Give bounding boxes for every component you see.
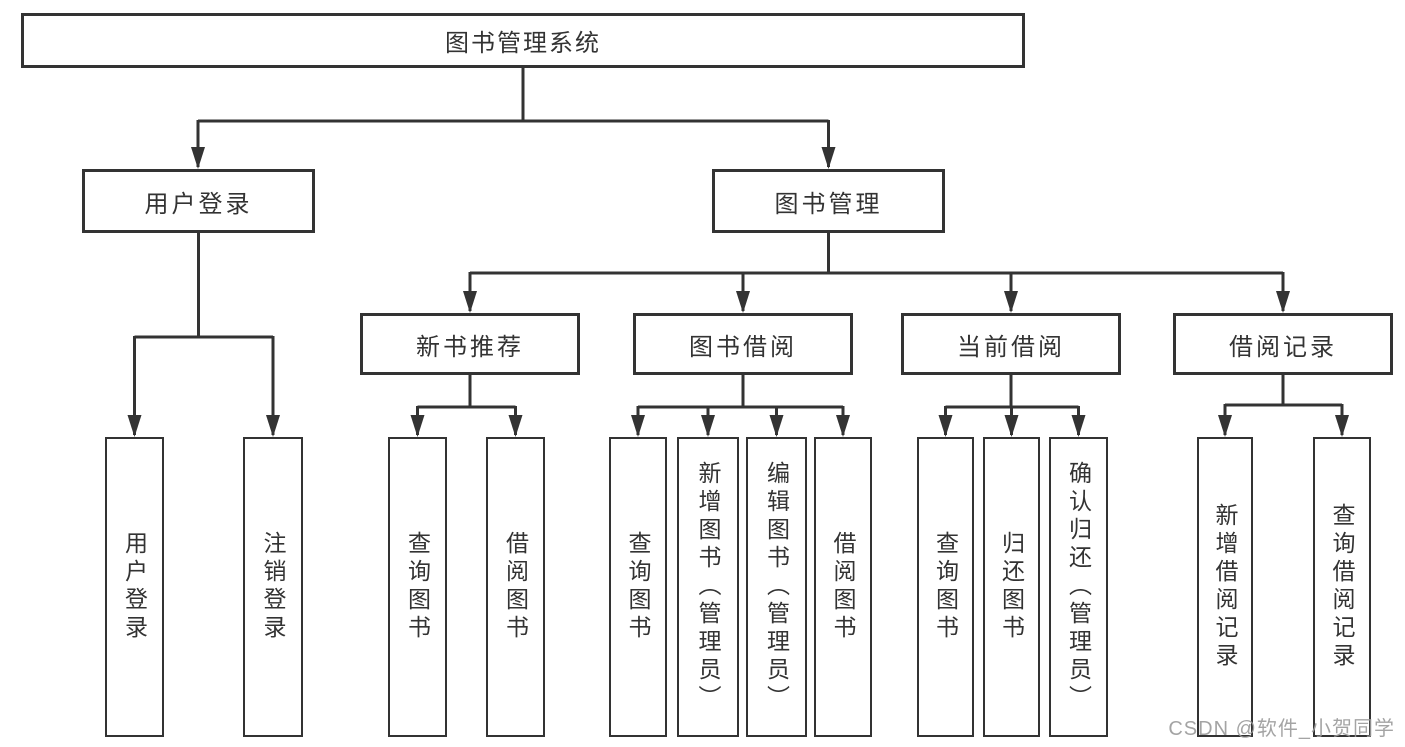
node-current-borrow: 当前借阅 bbox=[901, 313, 1121, 375]
leaf-newrec-borrow-books: 借阅图书 bbox=[486, 437, 545, 737]
leaf-logout: 注销登录 bbox=[243, 437, 303, 737]
leaf-current-query-books: 查询图书 bbox=[917, 437, 974, 737]
leaf-borrow-edit-books-admin: 编辑图书（管理员） bbox=[746, 437, 807, 737]
leaf-newrec-query-books: 查询图书 bbox=[388, 437, 447, 737]
leaf-records-add-record: 新增借阅记录 bbox=[1197, 437, 1253, 737]
leaf-records-query-record: 查询借阅记录 bbox=[1313, 437, 1371, 737]
node-new-book-recommend: 新书推荐 bbox=[360, 313, 580, 375]
node-user-login: 用户登录 bbox=[82, 169, 315, 233]
leaf-current-confirm-return-admin: 确认归还（管理员） bbox=[1049, 437, 1108, 737]
leaf-current-return-books: 归还图书 bbox=[983, 437, 1040, 737]
leaf-user-login: 用户登录 bbox=[105, 437, 164, 737]
leaf-borrow-query-books: 查询图书 bbox=[609, 437, 667, 737]
leaf-borrow-borrow-books: 借阅图书 bbox=[814, 437, 872, 737]
node-borrow-records: 借阅记录 bbox=[1173, 313, 1393, 375]
node-book-borrow: 图书借阅 bbox=[633, 313, 853, 375]
node-book-management: 图书管理 bbox=[712, 169, 945, 233]
leaf-borrow-add-books-admin: 新增图书（管理员） bbox=[677, 437, 739, 737]
node-root: 图书管理系统 bbox=[21, 13, 1025, 68]
watermark: CSDN @软件_小贺同学 bbox=[1168, 718, 1395, 740]
